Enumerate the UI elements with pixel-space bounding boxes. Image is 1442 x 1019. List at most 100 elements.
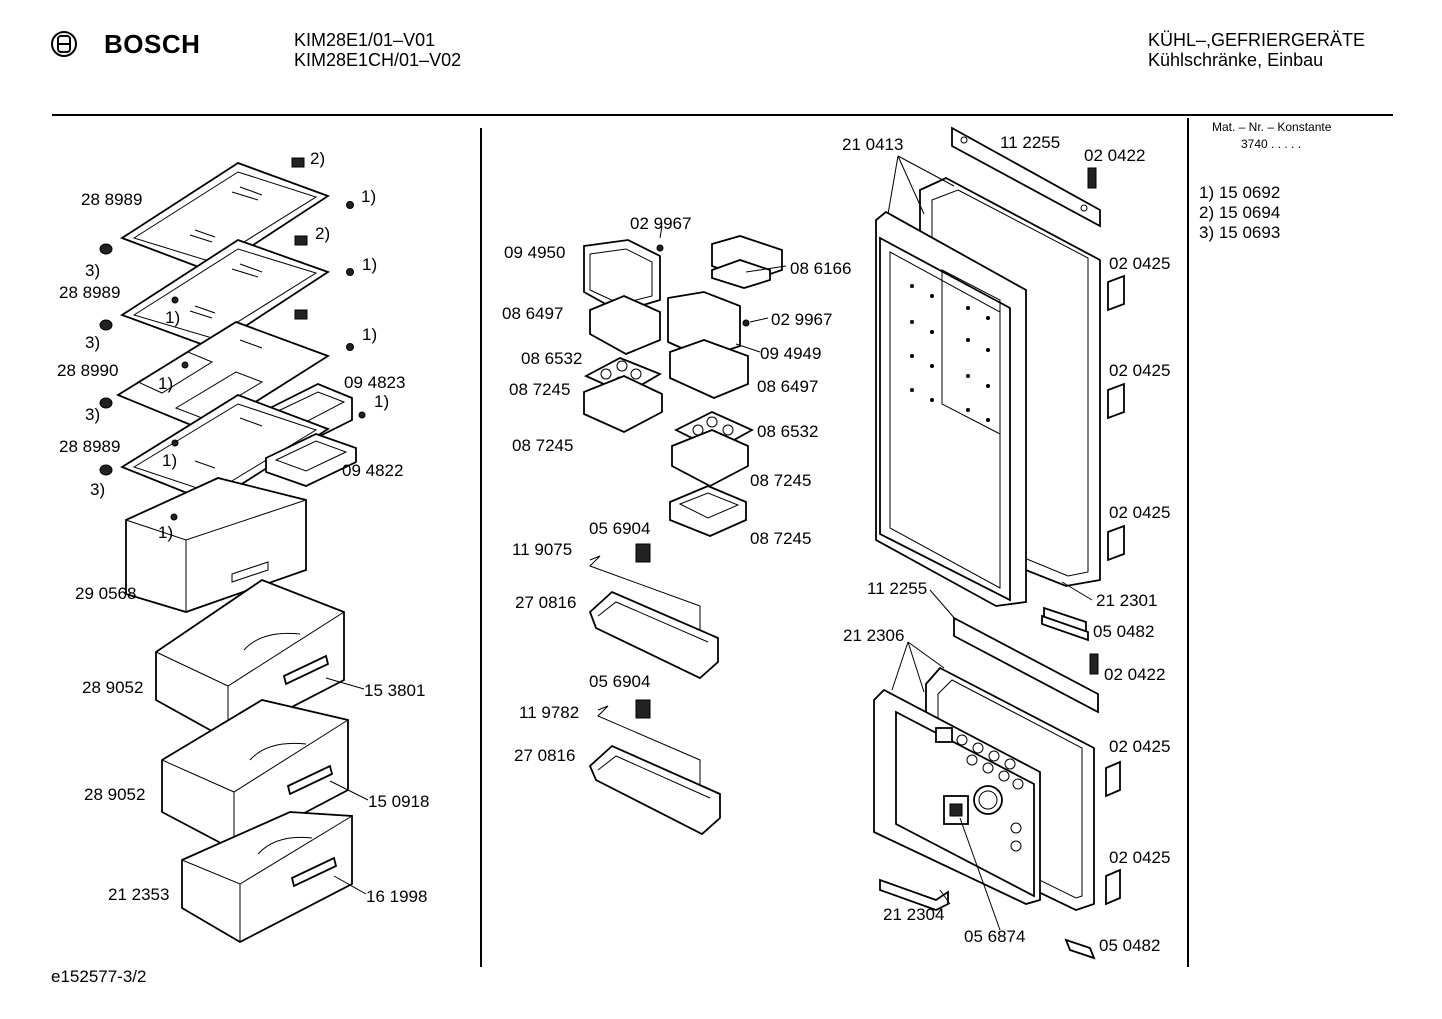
part-label: 02 0425 [1109,503,1171,522]
part-label: 27 0816 [514,746,576,765]
part-label: 02 0422 [1104,665,1166,684]
glass-shelf-1 [120,157,354,274]
legend-title: Mat. – Nr. – Konstante [1212,120,1332,134]
part-label: 1) [158,523,174,542]
part-label: 05 6904 [589,519,651,538]
legend-item-3: 3) 15 0693 [1199,223,1281,242]
legend-constant: 3740 . . . . . [1241,137,1302,151]
part-label: 1) [165,308,181,327]
part-label: 05 0482 [1099,936,1161,955]
part-label: 09 4950 [504,243,566,262]
small-tray-lower [265,433,357,487]
part-label: 08 7245 [512,436,574,455]
part-label: 09 4822 [342,461,404,480]
part-label: 3) [85,333,101,352]
part-label: 08 7245 [750,529,812,548]
part-label: 08 6497 [757,377,819,396]
part-label: 3) [90,480,106,499]
part-label: 08 7245 [509,380,571,399]
lower-door-clips [1105,760,1121,906]
part-label: 15 3801 [364,681,426,700]
drawing-id: e152577-3/2 [51,967,147,986]
crisper-cover-box [99,464,307,613]
part-label: 1) [162,451,178,470]
part-label: 28 9052 [84,785,146,804]
part-label: 08 7245 [750,471,812,490]
part-label: 28 9052 [82,678,144,697]
part-label: 15 0918 [368,792,430,811]
part-label: 21 2304 [883,905,945,924]
legend-item-1: 1) 15 0692 [1199,183,1281,202]
model-number-2: KIM28E1CH/01–V02 [294,50,462,70]
upper-door-hinge-bracket [951,126,1101,228]
right-leader-lines [887,155,1093,931]
part-label: 29 0568 [75,584,137,603]
vegetable-drawer-3 [181,811,353,944]
cover-box-upper [711,235,783,289]
part-label: 1) [361,187,377,206]
part-label: 1) [158,374,174,393]
part-label: 2) [315,224,331,243]
part-label: 2) [310,149,326,168]
part-label: 05 6904 [589,672,651,691]
part-label: 09 4949 [760,344,822,363]
brand-name: BOSCH [104,29,201,59]
part-label: 08 6166 [790,259,852,278]
part-label: 21 2306 [843,626,905,645]
part-label: 21 0413 [842,135,904,154]
door-shelf-lower [588,699,721,836]
glass-shelf-2 [99,235,354,350]
part-label: 28 8989 [59,283,121,302]
part-label: 27 0816 [515,593,577,612]
part-label: 3) [85,261,101,280]
lower-door-strip [879,878,949,911]
part-label: 11 2255 [1000,133,1061,152]
middle-leader-lines [659,225,787,353]
part-label: 08 6497 [502,304,564,323]
glass-shelf-3 [99,394,330,505]
part-label: 28 8990 [57,361,119,380]
lower-door-panel [895,710,1035,898]
egg-tray-left [583,357,663,434]
part-label: 11 2255 [867,579,928,598]
split-glass-shelf [99,319,354,434]
part-label: 02 9967 [630,214,692,233]
egg-box-upper-right [667,291,750,399]
category-title: KÜHL–,GEFRIERGERÄTE [1148,30,1366,50]
upper-door-panel [879,236,1011,602]
part-label: 11 9075 [512,540,573,559]
part-label: 1) [362,255,378,274]
bosch-logo-icon [51,31,77,57]
egg-tray-right [671,411,755,488]
part-label: 02 0425 [1109,737,1171,756]
upper-door-clips [1107,274,1125,562]
part-label: 08 6532 [521,349,583,368]
part-label: 02 0425 [1109,254,1171,273]
part-label: 02 0425 [1109,848,1171,867]
butter-tray [669,485,747,537]
part-label: 09 4823 [344,373,406,392]
part-label: 28 8989 [59,437,121,456]
part-label: 16 1998 [366,887,428,906]
part-label: 11 9782 [519,703,580,722]
subcategory-title: Kühlschränke, Einbau [1148,50,1324,70]
egg-box-upper-left [583,239,664,355]
part-label: 05 0482 [1093,622,1155,641]
part-label: 1) [374,392,390,411]
part-label: 02 0425 [1109,361,1171,380]
part-label: 08 6532 [757,422,819,441]
part-label: 28 8989 [81,190,143,209]
left-leader-lines [325,677,369,895]
model-number-1: KIM28E1/01–V01 [294,30,436,50]
part-label: 1) [362,325,378,344]
part-label: 21 2353 [108,885,170,904]
door-shelf-upper [588,543,719,680]
part-label: 02 9967 [771,310,833,329]
part-label: 02 0422 [1084,146,1146,165]
legend-item-2: 2) 15 0694 [1199,203,1281,222]
hinge-covers [1041,614,1096,960]
part-label: 05 6874 [964,927,1026,946]
vegetable-drawer-1 [155,578,345,742]
part-label: 3) [85,405,101,424]
